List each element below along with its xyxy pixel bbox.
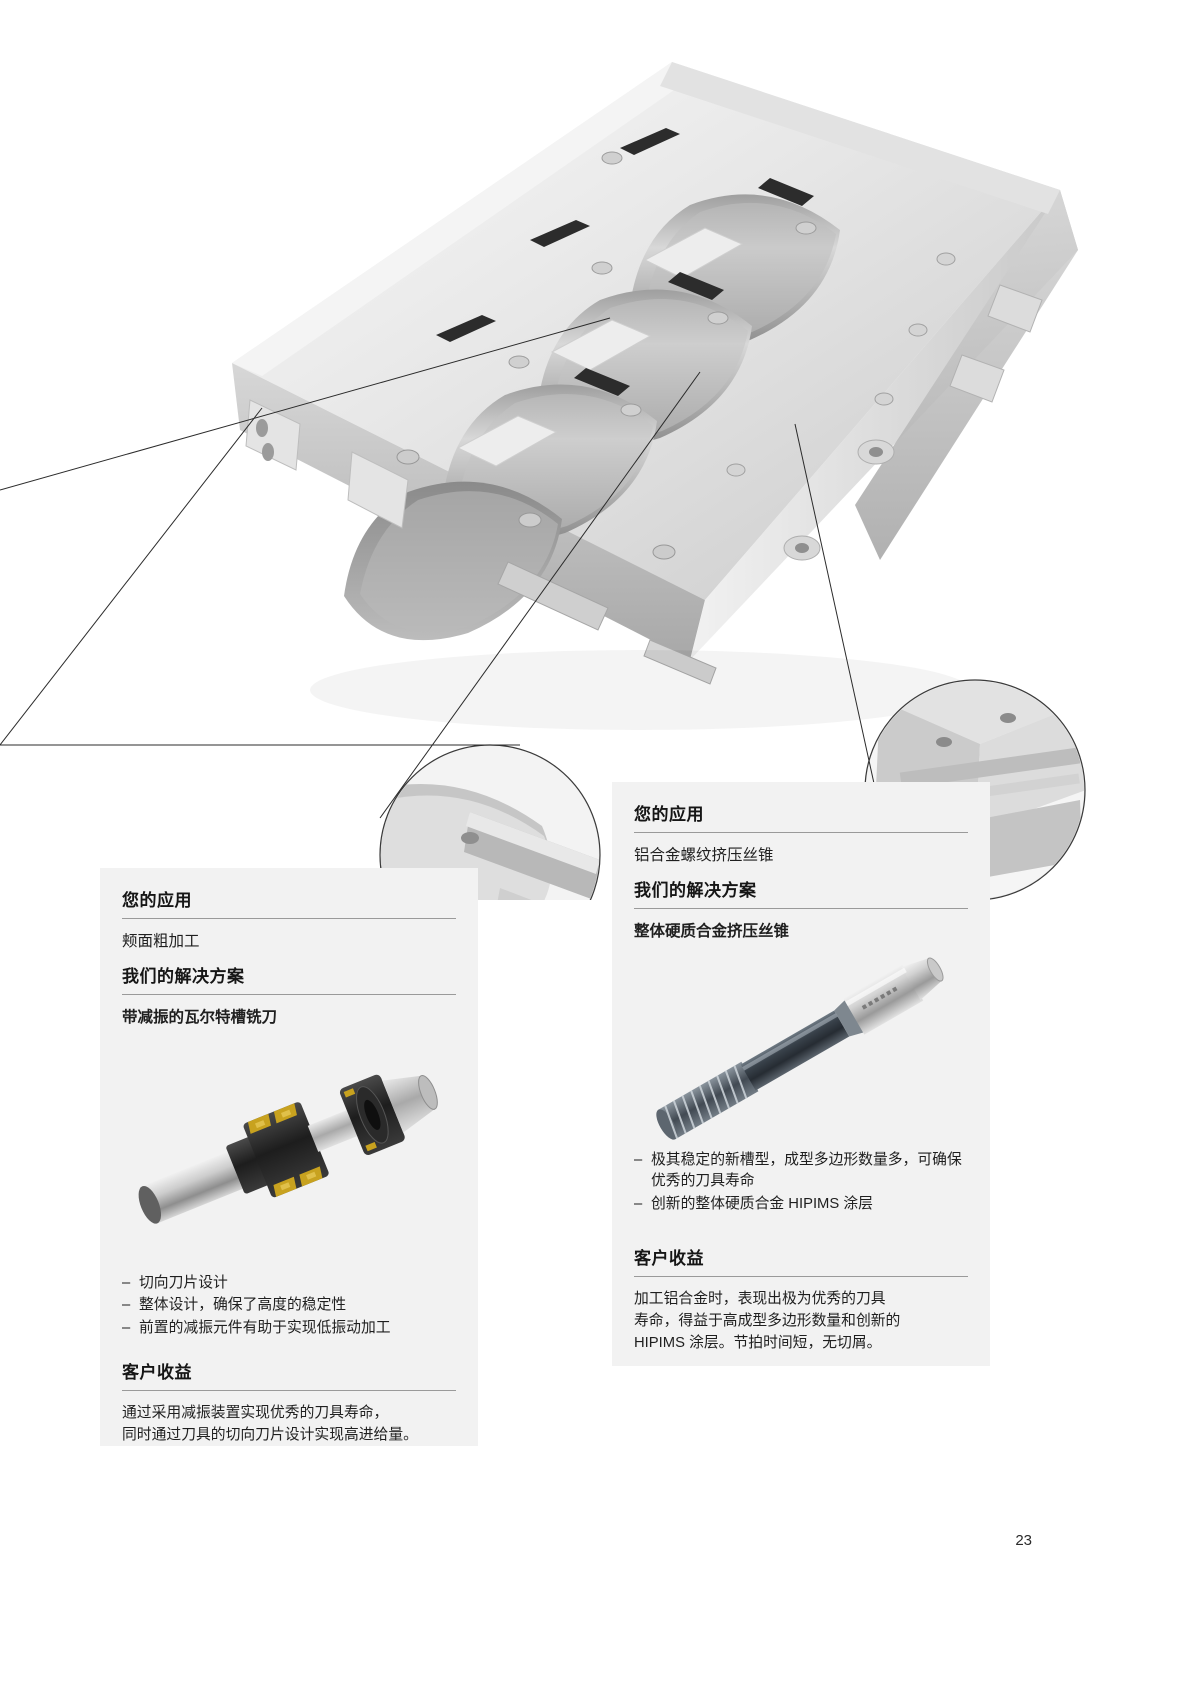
left-benefit-line-1: 通过采用减振装置实现优秀的刀具寿命， bbox=[122, 1405, 389, 1421]
left-benefit-line-2: 同时通过刀具的切向刀片设计实现高进给量。 bbox=[122, 1427, 418, 1444]
right-benefit-rule bbox=[634, 1276, 968, 1277]
right-feature-list: 极其稳定的新槽型，成型多边形数量多，可确保优秀的刀具寿命 创新的整体硬质合金 H… bbox=[634, 1150, 968, 1216]
right-benefit-line-1: 加工铝合金时，表现出极为优秀的刀具 bbox=[634, 1291, 886, 1307]
left-feature-list: 切向刀片设计 整体设计，确保了高度的稳定性 前置的减振元件有助于实现低振动加工 bbox=[122, 1273, 456, 1340]
list-item: 整体设计，确保了高度的稳定性 bbox=[122, 1295, 456, 1317]
page-number: 23 bbox=[1015, 1532, 1032, 1549]
list-item: 前置的减振元件有助于实现低振动加工 bbox=[122, 1318, 456, 1340]
right-solution-title: 我们的解决方案 bbox=[634, 881, 757, 900]
right-benefit-title: 客户收益 bbox=[634, 1249, 704, 1268]
list-item: 创新的整体硬质合金 HIPIMS 涂层 bbox=[634, 1194, 968, 1216]
left-benefit-rule bbox=[122, 1390, 456, 1391]
left-solution-text: 带减振的瓦尔特槽铣刀 bbox=[122, 1009, 278, 1026]
right-benefit-section: 客户收益 加工铝合金时，表现出极为优秀的刀具 寿命，得益于高成型多边形数量和创新… bbox=[612, 1244, 990, 1355]
right-solution-section: 我们的解决方案 整体硬质合金挤压丝锥 bbox=[612, 876, 990, 944]
left-benefit-section: 客户收益 通过采用减振装置实现优秀的刀具寿命， 同时通过刀具的切向刀片设计实现高… bbox=[100, 1358, 478, 1446]
right-application-section: 您的应用 铝合金螺纹挤压丝锥 bbox=[612, 800, 990, 868]
thread-forming-tap-image bbox=[626, 952, 976, 1147]
list-item: 切向刀片设计 bbox=[122, 1273, 456, 1295]
right-benefit-line-2: 寿命，得益于高成型多边形数量和创新的 bbox=[634, 1313, 901, 1330]
list-item: 极其稳定的新槽型，成型多边形数量多，可确保优秀的刀具寿命 bbox=[634, 1150, 968, 1193]
right-application-rule bbox=[634, 832, 968, 833]
left-application-section: 您的应用 颊面粗加工 bbox=[100, 886, 478, 954]
right-feature-section: 极其稳定的新槽型，成型多边形数量多，可确保优秀的刀具寿命 创新的整体硬质合金 H… bbox=[612, 1150, 990, 1216]
left-application-title: 您的应用 bbox=[122, 891, 192, 910]
engine-block-illustration bbox=[232, 62, 1086, 900]
left-application-rule bbox=[122, 918, 456, 919]
left-feature-section: 切向刀片设计 整体设计，确保了高度的稳定性 前置的减振元件有助于实现低振动加工 bbox=[100, 1273, 478, 1340]
right-content-panel: 您的应用 铝合金螺纹挤压丝锥 我们的解决方案 整体硬质合金挤压丝锥 bbox=[612, 782, 990, 1366]
right-solution-text: 整体硬质合金挤压丝锥 bbox=[634, 923, 790, 940]
left-application-text: 颊面粗加工 bbox=[122, 933, 200, 950]
left-solution-section: 我们的解决方案 带减振的瓦尔特槽铣刀 bbox=[100, 962, 478, 1030]
right-benefit-line-3: HIPIMS 涂层。节拍时间短，无切屑。 bbox=[634, 1335, 882, 1352]
left-solution-title: 我们的解决方案 bbox=[122, 967, 245, 986]
right-application-title: 您的应用 bbox=[634, 805, 704, 824]
left-content-panel: 您的应用 颊面粗加工 我们的解决方案 带减振的瓦尔特槽铣刀 bbox=[100, 868, 478, 1446]
slot-milling-cutter-image bbox=[120, 1046, 460, 1251]
right-solution-rule bbox=[634, 908, 968, 909]
right-application-text: 铝合金螺纹挤压丝锥 bbox=[634, 847, 774, 864]
left-benefit-title: 客户收益 bbox=[122, 1363, 192, 1382]
left-solution-rule bbox=[122, 994, 456, 995]
